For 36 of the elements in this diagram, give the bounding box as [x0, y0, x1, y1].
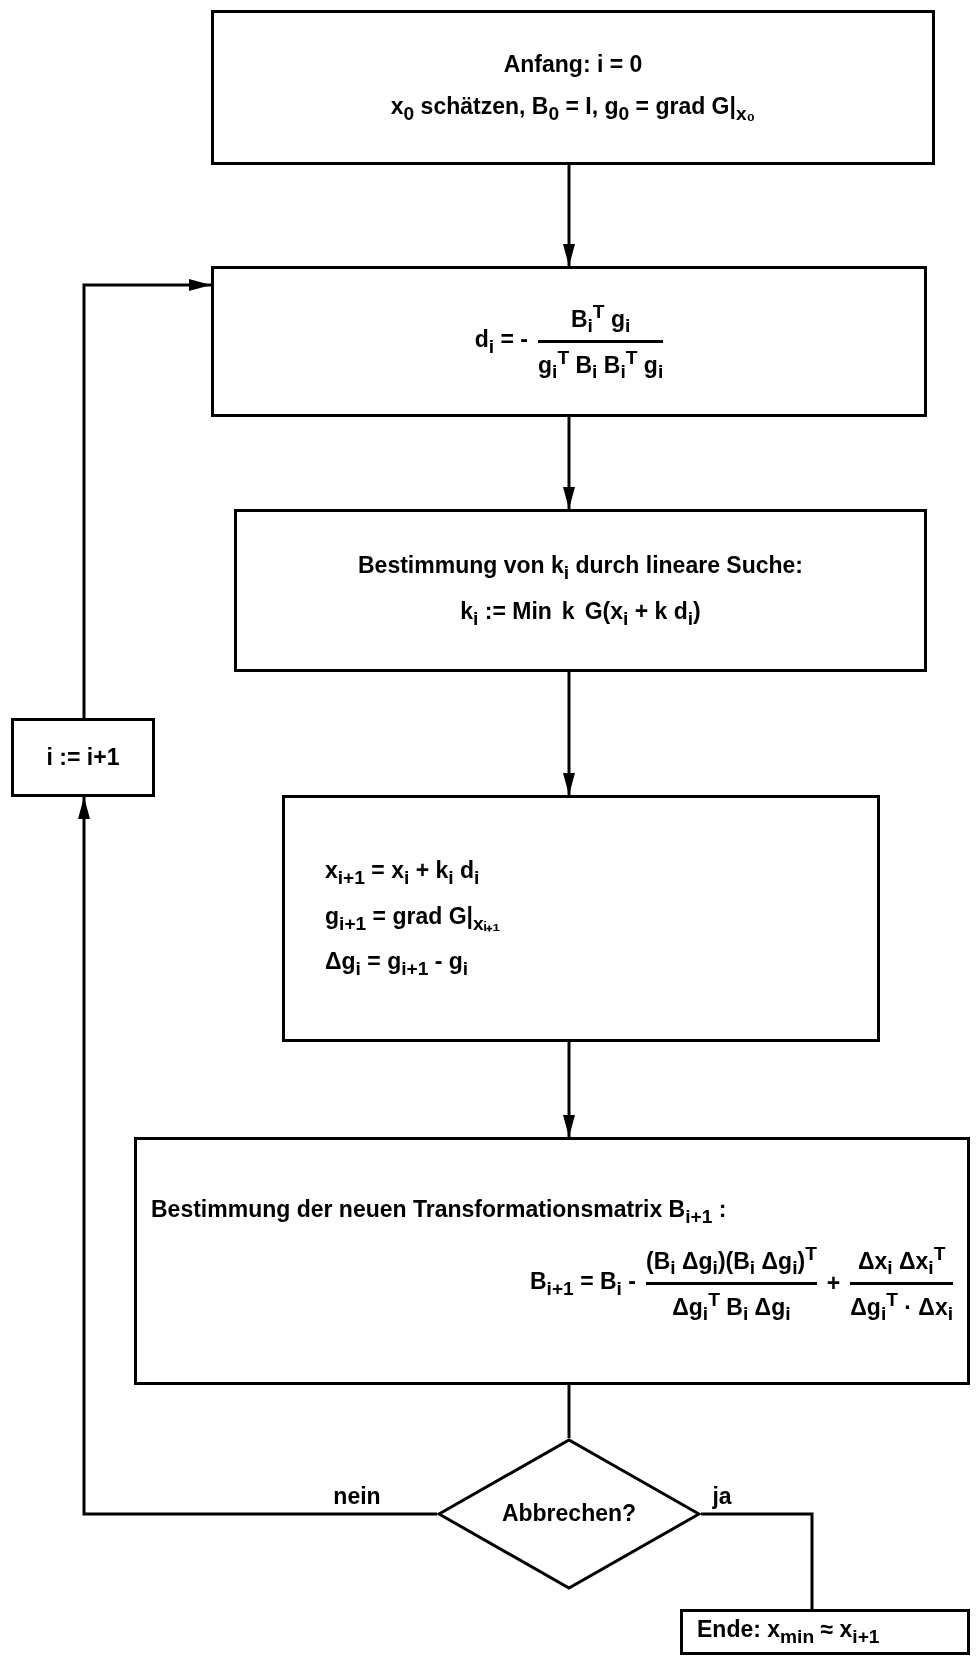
process-box — [282, 795, 880, 1042]
formula-text: Anfang: i = 0 — [503, 50, 643, 79]
formula-text: Bestimmung der neuen Transformationsmatrix B$_{i+1}$ : — [151, 1196, 727, 1229]
formula-text: g$_{i+1}$ = grad G|$_{xᵢ₊₁}$ — [325, 902, 501, 935]
formula-text: d$_{i}$ = - — [474, 325, 528, 358]
flow-arrow — [82, 279, 211, 718]
formula-text: B$_{i+1}$ = B$_{i}$ - — [529, 1268, 636, 1300]
process-box — [211, 266, 927, 417]
formula-text: Δg$_{i}$$^{T}$ · Δx$_{i}$ — [850, 1288, 953, 1326]
connector-line — [701, 1512, 814, 1609]
formula-text: Bestimmung von k$_{i}$ durch lineare Suche: — [358, 551, 803, 584]
formula-text: Δg$_{i}$ = g$_{i+1}$ - g$_{i}$ — [325, 948, 469, 980]
process-box — [11, 718, 155, 797]
formula-text: B$_{i}$$^{T}$ g$_{i}$ — [570, 299, 631, 337]
process-box — [134, 1137, 970, 1385]
formula-text: + — [826, 1270, 841, 1298]
formula-text: k$_{i}$ := Min — [460, 597, 552, 630]
formula-text: G(x$_{i}$ + k d$_{i}$) — [584, 597, 701, 630]
flow-arrow — [78, 797, 437, 1516]
process-box — [234, 509, 927, 672]
formula-text: (B$_{i}$ Δg$_{i}$)(B$_{i}$ Δg$_{i}$)$^{T}$ — [645, 1242, 817, 1280]
formula-text: Δg$_{i}$$^{T}$ B$_{i}$ Δg$_{i}$ — [672, 1288, 791, 1326]
formula-text: Ende: x$_{min}$ ≈ x$_{i+1}$ — [697, 1616, 880, 1648]
flow-arrow — [563, 1042, 575, 1137]
formula-text: i := i+1 — [46, 743, 120, 772]
formula-text: k — [561, 597, 575, 626]
flow-arrow — [563, 417, 575, 509]
formula-text: x$_{i+1}$ = x$_{i}$ + k$_{i}$ d$_{i}$ — [325, 857, 480, 889]
formula-text: Abbrechen? — [501, 1500, 637, 1528]
flow-arrow — [563, 165, 575, 266]
formula-text: x$_{0}$ schätzen, B$_{0}$ = I, g$_{0}$ = grad G|$_{x₀}$ — [390, 92, 756, 125]
process-box — [211, 10, 935, 165]
flow-arrow — [563, 672, 575, 795]
process-box — [680, 1609, 970, 1655]
formula-text: g$_{i}$$^{T}$ B$_{i}$ B$_{i}$$^{T}$ g$_{i}$ — [538, 346, 664, 384]
connector-line — [567, 1385, 571, 1438]
